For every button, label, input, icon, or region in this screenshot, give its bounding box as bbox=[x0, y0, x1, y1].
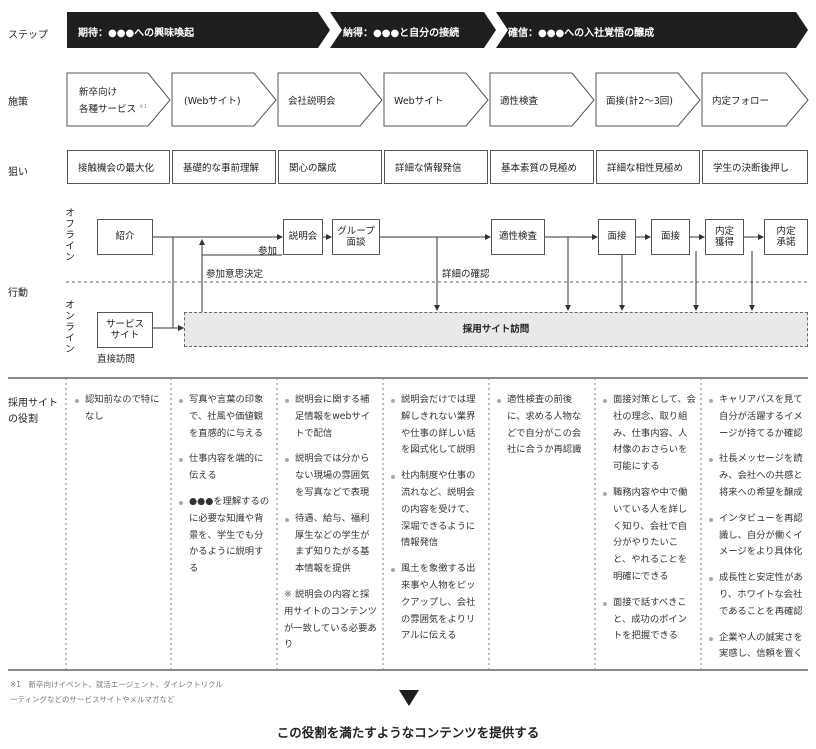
role-item: 面接で話すべきこと、成功のポイントを把握できる bbox=[602, 595, 696, 645]
role-col-4: 説明会だけでは理解しきれない業界や仕事の詳しい話を図式化して説明 社内制度や仕事… bbox=[390, 392, 484, 654]
role-item: 企業や人の誠実さを実感し、信頼を置く bbox=[708, 630, 810, 664]
step-chevron-3 bbox=[496, 12, 808, 48]
role-note: ※説明会の内容と採用サイトのコンテンツが一致している必要あり bbox=[284, 588, 377, 651]
aim-1: 接触機会の最大化 bbox=[67, 150, 170, 184]
role-item: 職務内容や中で働いている人を詳しく知り、会社で自分がやりたいこと、やれることを明… bbox=[602, 485, 696, 586]
role-item: 風土を象徴する出来事や人物をピックアップし、会社の雰囲気をよりリアルに伝える bbox=[390, 561, 484, 645]
role-col-3: 説明会に関する補足情報をwebサイトで配信 説明会では分からない現場の雰囲気を写… bbox=[284, 392, 378, 663]
measure-2: (Webサイト) bbox=[184, 95, 241, 107]
step-chevrons bbox=[67, 12, 808, 48]
row-label-measures: 施策 bbox=[8, 97, 28, 108]
role-item: 説明会だけでは理解しきれない業界や仕事の詳しい話を図式化して説明 bbox=[390, 392, 484, 459]
role-item: インタビューを再認識し、自分が働くイメージをより具体化 bbox=[708, 511, 810, 561]
node-service-site: サービスサイト bbox=[97, 312, 153, 348]
node-naitei-shodaku: 内定承諾 bbox=[764, 219, 808, 255]
online-label: オンライン bbox=[65, 300, 75, 355]
measure-arrow-3 bbox=[277, 72, 383, 127]
node-mensetsu-1: 面接 bbox=[598, 219, 636, 255]
measure-arrow-5 bbox=[489, 72, 595, 127]
flow-connectors bbox=[66, 234, 808, 331]
footnote-line-2: ーティングなどのサービスサイトやメルマガなど bbox=[10, 695, 175, 704]
role-item: 面接対策として、会社の理念、取り組み、仕事内容、人材像のおさらいを可能にする bbox=[602, 392, 696, 476]
role-col-2: 写真や言葉の印象で、社風や価値観を直感的に与える 仕事内容を端的に伝える ●●●… bbox=[178, 392, 272, 587]
node-shokai: 紹介 bbox=[97, 219, 153, 255]
node-mensetsu-2: 面接 bbox=[651, 219, 690, 255]
role-item: 適性検査の前後に、求める人物などで自分がこの会社に合うか再認識 bbox=[496, 392, 590, 459]
aim-2: 基礎的な事前理解 bbox=[172, 150, 276, 184]
role-col-7: キャリアパスを見て自分が活躍するイメージが持てるか確認 社長メッセージを読み、会… bbox=[708, 392, 810, 672]
aim-4: 詳細な情報発信 bbox=[384, 150, 488, 184]
down-triangle-icon bbox=[399, 690, 419, 706]
label-chokusetsu: 直接訪問 bbox=[97, 354, 136, 365]
measure-6: 面接(計2〜3回) bbox=[606, 95, 674, 107]
conclusion-text: この役割を満たすようなコンテンツを提供する bbox=[276, 725, 540, 740]
node-naitei-kakutoku: 内定獲得 bbox=[705, 219, 744, 255]
measure-7: 内定フォロー bbox=[712, 95, 770, 107]
node-tekisei: 適性検査 bbox=[491, 219, 545, 255]
offline-label: オフライン bbox=[65, 208, 75, 263]
role-col-5: 適性検査の前後に、求める人物などで自分がこの会社に合うか再認識 bbox=[496, 392, 590, 468]
role-item: キャリアパスを見て自分が活躍するイメージが持てるか確認 bbox=[708, 392, 810, 442]
role-item: 認知前なので特になし bbox=[74, 392, 166, 426]
role-item: 写真や言葉の印象で、社風や価値観を直感的に与える bbox=[178, 392, 272, 442]
step-chevron-2 bbox=[330, 12, 496, 48]
aim-5: 基本素質の見極め bbox=[490, 150, 594, 184]
node-site-visit: 採用サイト訪問 bbox=[184, 312, 808, 347]
row-label-step: ステップ bbox=[8, 30, 48, 41]
measure-arrow-6 bbox=[595, 72, 701, 127]
step-chevron-1 bbox=[67, 12, 330, 48]
label-shosai: 詳細の確認 bbox=[442, 269, 490, 280]
role-item: 仕事内容を端的に伝える bbox=[178, 451, 272, 485]
role-item: ●●●を理解するのに必要な知識や背景を、学生でも分かるように説明する bbox=[178, 494, 272, 578]
aim-7: 学生の決断後押し bbox=[702, 150, 808, 184]
row-label-action: 行動 bbox=[8, 288, 28, 299]
aim-6: 詳細な相性見極め bbox=[596, 150, 700, 184]
step-label-2: 納得：●●●と自分の接続 bbox=[343, 28, 460, 39]
measure-arrow-7 bbox=[701, 72, 809, 127]
step-label-3: 確信：●●●への入社覚悟の醸成 bbox=[508, 28, 655, 39]
aim-3: 関心の醸成 bbox=[278, 150, 382, 184]
label-sanka-ishi: 参加意思決定 bbox=[206, 269, 264, 280]
role-col-6: 面接対策として、会社の理念、取り組み、仕事内容、人材像のおさらいを可能にする 職… bbox=[602, 392, 696, 654]
measure-1: 新卒向け 各種サービス ※1 bbox=[79, 87, 148, 116]
measure-arrow-2 bbox=[171, 72, 277, 127]
label-sanka: 参加 bbox=[258, 246, 278, 257]
role-item: 社内制度や仕事の流れなど、説明会の内容を受けて、深堀できるように情報発信 bbox=[390, 468, 484, 552]
step-label-1: 期待：●●●への興味喚起 bbox=[78, 28, 195, 39]
role-item: 成長性と安定性があり、ホワイトな会社であることを再確認 bbox=[708, 570, 810, 620]
measure-arrows bbox=[66, 72, 809, 127]
measure-3: 会社説明会 bbox=[288, 95, 336, 107]
row-label-aims: 狙い bbox=[8, 167, 28, 178]
node-group-mendan: グループ面談 bbox=[332, 219, 380, 255]
node-setsumeikai: 説明会 bbox=[283, 219, 323, 255]
role-col-1: 認知前なので特になし bbox=[74, 392, 166, 435]
footnote-line-1: ※1 新卒向けイベント、就活エージェント、ダイレクトリクル bbox=[10, 680, 223, 689]
measure-4: Webサイト bbox=[394, 95, 444, 107]
measure-arrow-1 bbox=[66, 72, 171, 127]
role-item: 社長メッセージを読み、会社への共感と将来への希望を醸成 bbox=[708, 451, 810, 501]
row-label-role: 採用サイトの役割 bbox=[8, 398, 58, 425]
measure-arrow-4 bbox=[383, 72, 489, 127]
role-item: 待遇、給与、福利厚生などの学生がまず知りたがる基本情報を提供 bbox=[284, 511, 378, 578]
role-grid bbox=[8, 377, 808, 671]
role-item: 説明会では分からない現場の雰囲気を写真などで表現 bbox=[284, 451, 378, 501]
measure-5: 適性検査 bbox=[500, 95, 539, 107]
role-item: 説明会に関する補足情報をwebサイトで配信 bbox=[284, 392, 378, 442]
